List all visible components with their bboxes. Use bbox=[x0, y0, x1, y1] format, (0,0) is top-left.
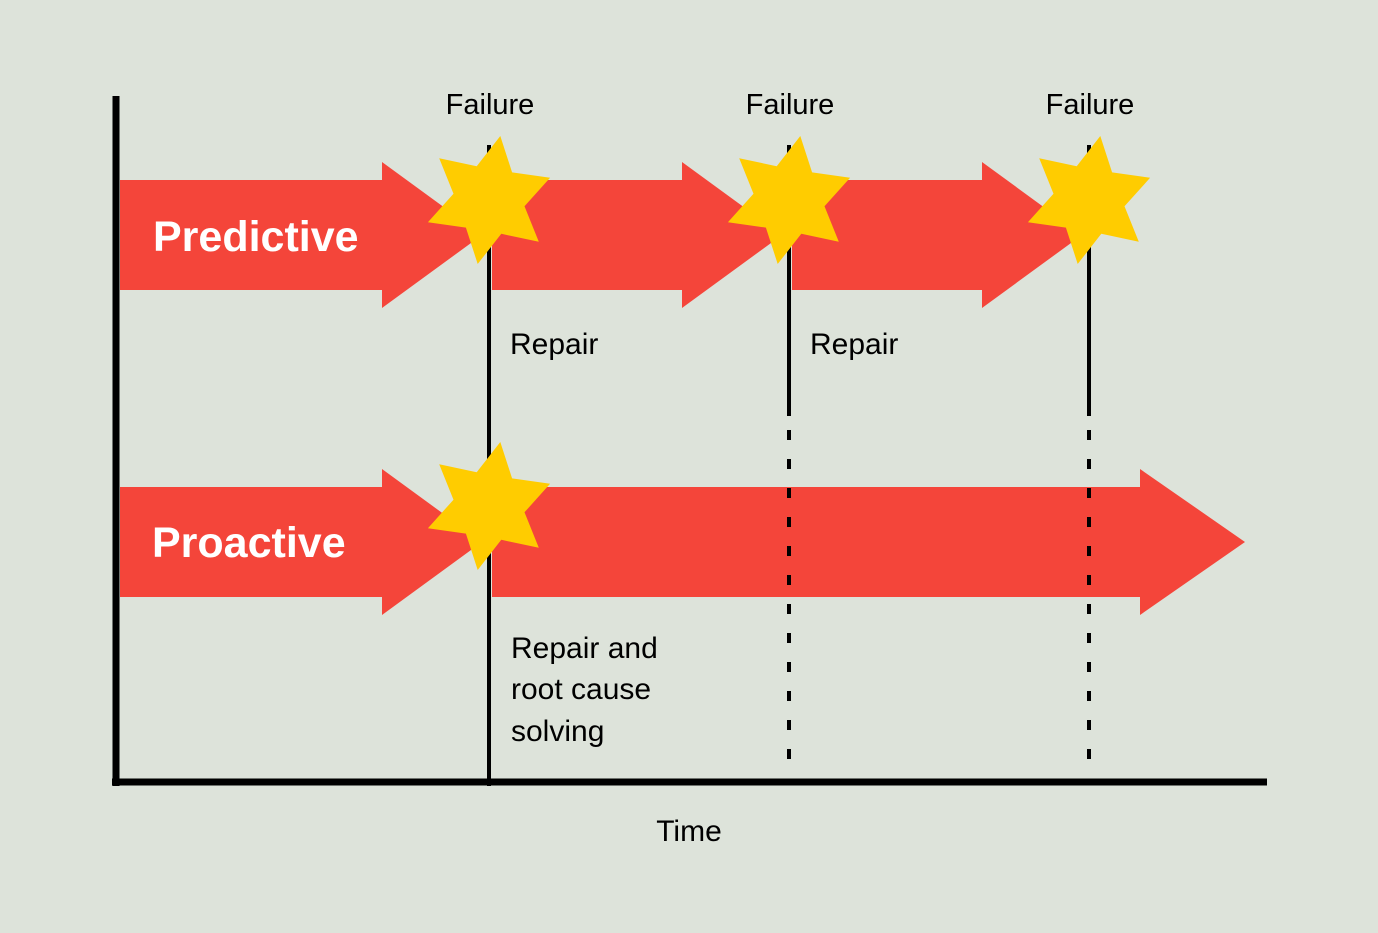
star-icon bbox=[427, 442, 551, 570]
proactive-arrow-2 bbox=[492, 469, 1245, 615]
proactive-arrow-1 bbox=[120, 469, 482, 615]
proactive-repair-line-2: root cause bbox=[511, 673, 651, 706]
star-icon bbox=[727, 136, 851, 264]
predictive-label: Predictive bbox=[153, 213, 359, 261]
proactive-repair-line-3: solving bbox=[511, 715, 604, 748]
repair-label-1: Repair bbox=[510, 328, 598, 361]
axes bbox=[112, 96, 1267, 786]
predictive-arrow-1 bbox=[120, 162, 482, 308]
predictive-arrow-2 bbox=[492, 162, 782, 308]
x-axis-label: Time bbox=[656, 815, 722, 848]
predictive-arrow-3 bbox=[792, 162, 1082, 308]
star-icon bbox=[427, 136, 551, 264]
failure-stars bbox=[427, 136, 1151, 570]
predictive-arrows bbox=[120, 162, 1082, 308]
proactive-arrows bbox=[120, 469, 1245, 615]
failure-label-1: Failure bbox=[446, 89, 535, 121]
failure-label-2: Failure bbox=[746, 89, 835, 121]
proactive-repair-line-1: Repair and bbox=[511, 632, 658, 665]
failure-label-3: Failure bbox=[1046, 89, 1135, 121]
proactive-label: Proactive bbox=[152, 519, 346, 567]
star-icon bbox=[1027, 136, 1151, 264]
repair-label-2: Repair bbox=[810, 328, 898, 361]
